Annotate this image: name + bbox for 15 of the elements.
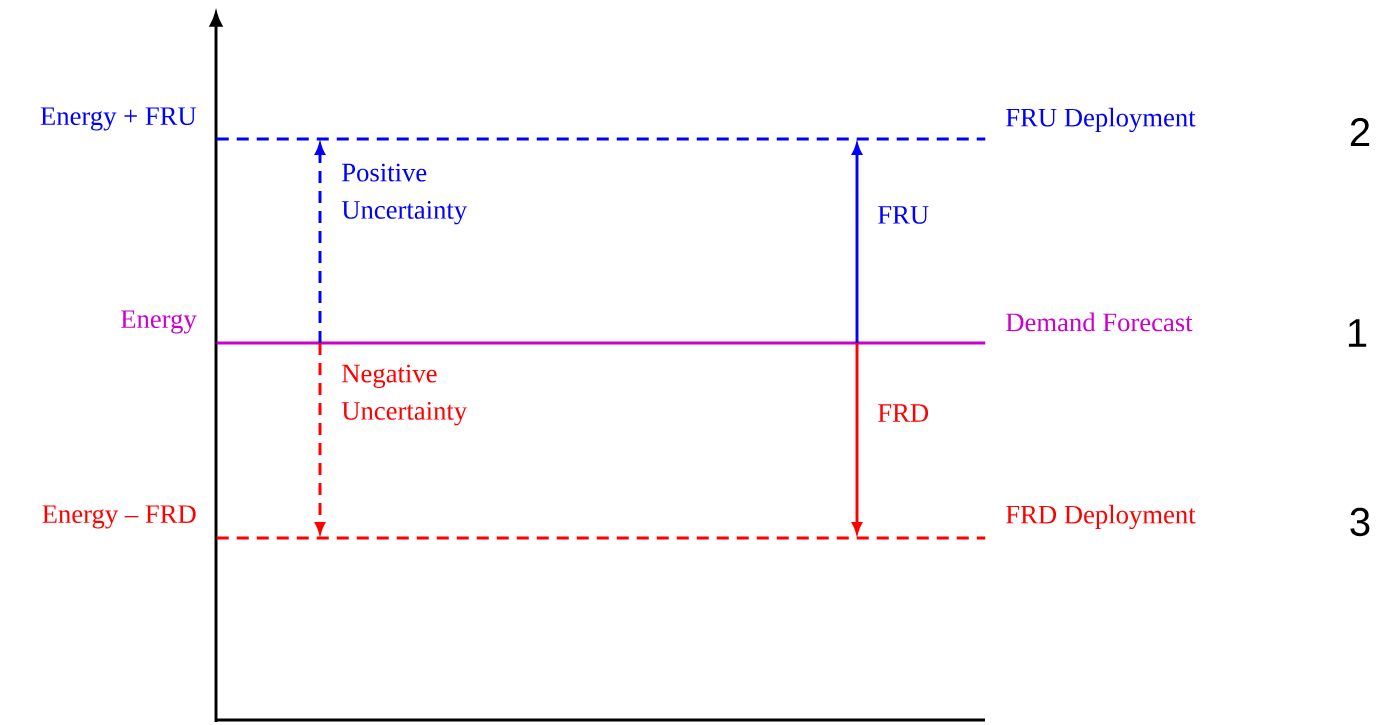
level-line: [216, 341, 986, 345]
level-number: 3: [1350, 507, 1370, 537]
level-label: FRU Deployment: [1006, 107, 1196, 133]
edge-label: Positive Uncertainty: [341, 163, 468, 225]
arrow: [315, 143, 325, 343]
edge-label: Negative Uncertainty: [341, 364, 468, 426]
edge-label: FRU: [878, 206, 929, 224]
edge-label: FRD: [878, 404, 929, 422]
arrow: [315, 343, 325, 534]
level-number: 2: [1350, 118, 1370, 146]
level-label: Demand Forecast: [1006, 312, 1193, 332]
level-line: [216, 137, 986, 141]
level-number: 1: [1348, 319, 1367, 347]
level-label: FRD Deployment: [1006, 504, 1196, 530]
level-line: [216, 536, 986, 540]
